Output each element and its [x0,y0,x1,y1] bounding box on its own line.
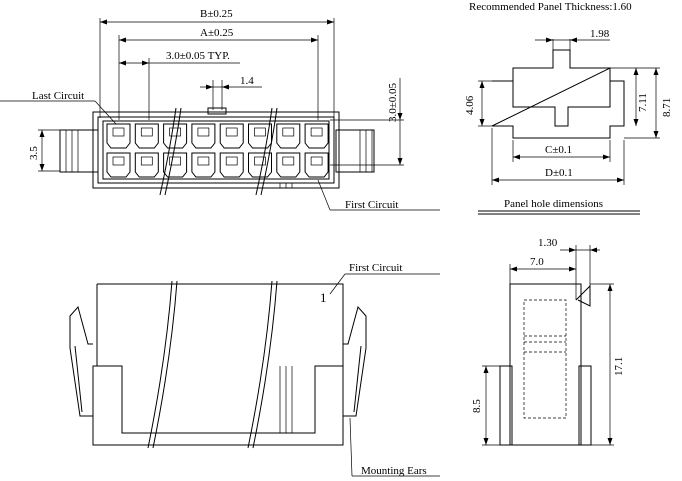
cavity-terminal [310,156,323,166]
dim-17-1-label: 17.1 [613,357,625,376]
front-view [69,273,440,477]
dim-8-71-label: 8.71 [661,98,673,117]
cavity-terminal [169,156,181,166]
first-circuit-top-label: First Circuit [345,199,398,211]
circuit-cavity [248,152,272,178]
cavity-terminal [254,127,266,137]
circuit-cavity [163,123,188,149]
dim-c-label: C±0.1 [545,144,572,156]
cavity-terminal [112,156,125,166]
circuit-cavity [134,152,159,178]
circuit-cavity [163,152,188,178]
mounting-ears-label: Mounting Ears [361,465,427,477]
panel-hole-caption: Panel hole dimensions [504,198,603,210]
cavity-terminal [140,127,153,137]
dim-b-label: B±0.25 [200,8,233,20]
circuit-cavity [191,123,216,149]
dim-1-4-label: 1.4 [240,75,254,87]
dim-3-0-label: 3.0±0.05 [387,82,399,122]
circuit-cavity [191,152,216,178]
cavity-terminal [169,127,181,137]
circuit-cavity [219,123,244,149]
first-circuit-front-label: First Circuit [349,262,402,274]
dim-pitch-label: 3.0±0.05 TYP. [166,50,230,62]
circuit-cavity [304,123,329,149]
circuit-cavity [276,152,301,178]
circuit-cavity [106,123,131,149]
cavity-terminal [140,156,153,166]
dim-a-label: A±0.25 [200,27,234,39]
circuit-cavity [219,152,244,178]
circuit-cavities [106,123,329,178]
cavity-terminal [197,156,210,166]
dim-4-06-label: 4.06 [464,95,476,115]
cavity-terminal [112,127,125,137]
last-circuit-label: Last Circuit [32,90,84,102]
cavity-terminal [282,127,295,137]
cavity-terminal [310,127,323,137]
dim-1-30-label: 1.30 [538,237,558,249]
dim-8-5-label: 8.5 [471,399,483,413]
cavity-terminal [282,156,295,166]
cavity-terminal [197,127,210,137]
dim-d-label: D±0.1 [545,167,573,179]
panel-thickness-note: Recommended Panel Thickness:1.60 [469,1,632,13]
cavity-terminal [225,127,238,137]
circuit-cavity [106,152,131,178]
dim-7-11-label: 7.11 [637,93,649,112]
circuit-cavity [276,123,301,149]
circuit-cavity [304,152,329,178]
circuit-cavity [134,123,159,149]
circuit-number-1: 1 [320,290,327,305]
dim-3-5-label: 3.5 [28,146,40,160]
dim-7-0-label: 7.0 [530,256,544,268]
dim-1-98-label: 1.98 [590,28,610,40]
cavity-terminal [225,156,238,166]
panel-hole-view [478,37,660,215]
top-view [0,18,440,211]
side-view [482,245,614,446]
cavity-terminal [254,156,266,166]
circuit-cavity [248,123,272,149]
